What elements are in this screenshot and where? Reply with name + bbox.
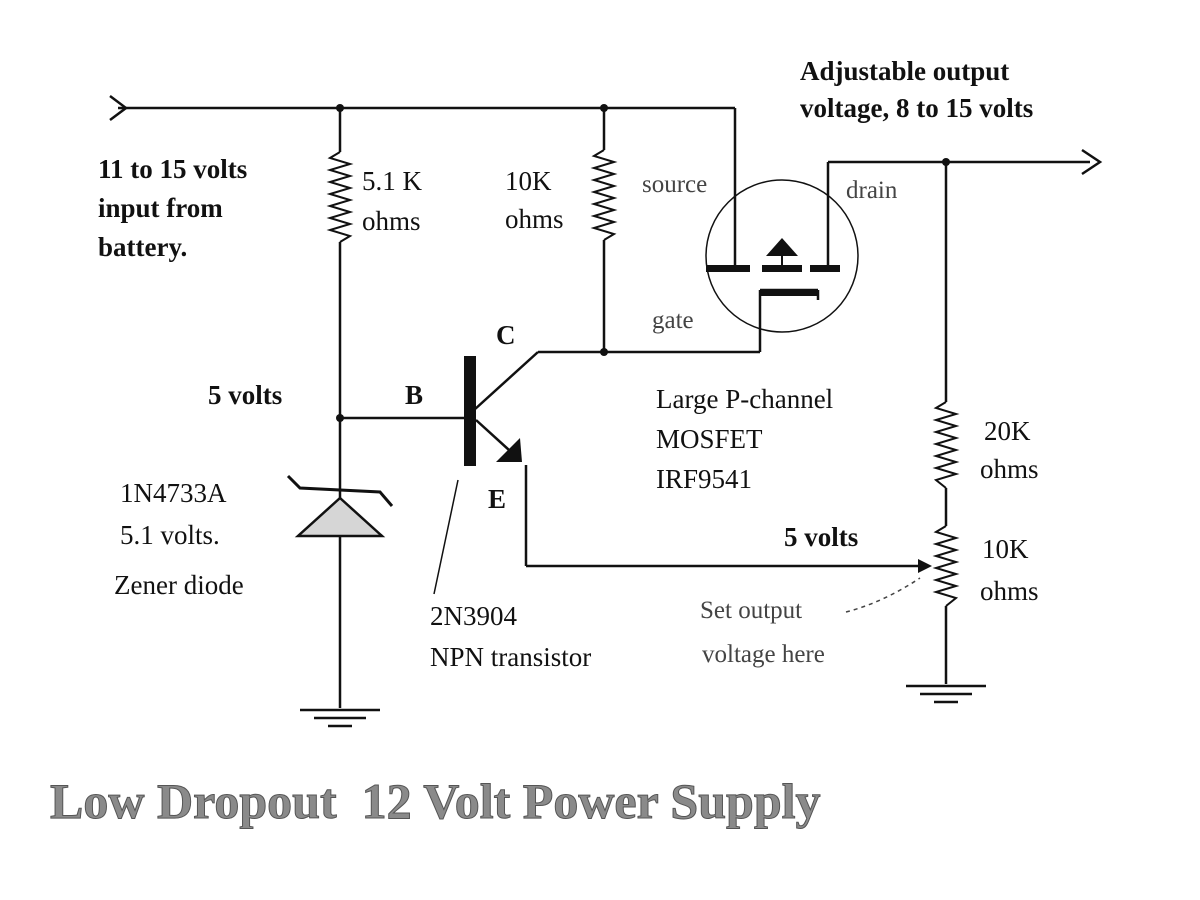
gate-label: gate [652,307,694,334]
r4-label: 10K ohms [980,534,1039,606]
input-label: 11 to 15 volts input from battery. [98,154,254,262]
base-voltage-label: 5 volts [208,380,282,410]
npn-transistor [433,356,522,595]
collector-lead [473,351,539,411]
r1-label: 5.1 K ohms [362,166,429,236]
ground-right [906,684,986,704]
potentiometer-10k [932,525,960,607]
mosfet-label: Large P-channel MOSFET IRF9541 [656,384,840,494]
ground-left [300,708,380,728]
diagram-title: Low Dropout 12 Volt Power Supply [50,773,821,829]
resistor-20k [932,401,960,489]
mosfet [705,179,859,333]
r3-label: 20K ohms [980,416,1039,484]
pin-c-label: C [496,320,516,350]
output-label: Adjustable output voltage, 8 to 15 volts [800,56,1033,123]
resistor-5k1 [326,151,354,243]
transistor-label: 2N3904 NPN transistor [430,601,591,672]
resistor-10k-top [590,149,618,241]
set-output-label: Set output voltage here [700,597,825,668]
drain-label: drain [846,177,898,204]
r2-label: 10K ohms [505,166,564,234]
zener-diode [286,474,394,538]
source-label: source [642,171,707,198]
pin-b-label: B [405,380,423,410]
wiper-voltage-label: 5 volts [784,522,858,552]
wiper-arrow [918,559,932,573]
output-arrow [1081,148,1103,176]
pin-e-label: E [488,484,506,514]
set-output-pointer [845,577,921,613]
zener-label: 1N4733A 5.1 volts. Zener diode [114,478,244,600]
